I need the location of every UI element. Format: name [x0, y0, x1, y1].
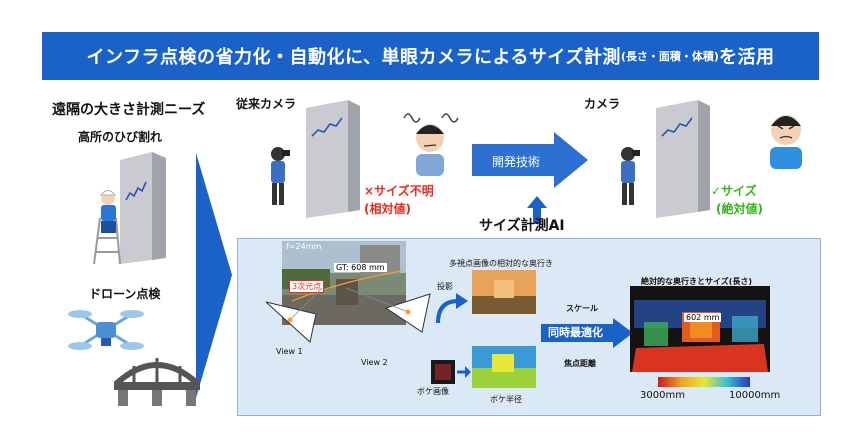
proposed-result-line1: ✓サイズ [711, 184, 757, 198]
projection-label: 投影 [437, 282, 453, 291]
relative-depth-map-illustration [472, 270, 536, 314]
blur-radius-label: ボケ半径 [490, 395, 522, 404]
size-ai-label: サイズ計測AI [479, 218, 565, 234]
multi-view-geometry-illustration [265, 287, 431, 343]
view1-label: View 1 [276, 347, 303, 356]
joint-optimization-label: 同時最適化 [548, 326, 603, 339]
conventional-camera-title: 従来カメラ [236, 97, 297, 111]
scale-label: スケール [566, 304, 598, 313]
title-banner: インフラ点検の省力化・自動化に、単眼カメラによるサイズ計測 (長さ・面積・体積)… [42, 32, 819, 80]
depth-colorbar [658, 377, 750, 387]
crack-label: 高所のひび割れ [78, 130, 163, 144]
bridge-icon [113, 358, 201, 406]
flow-arrow-right-icon [196, 153, 232, 398]
proposed-camera-title: カメラ [584, 97, 621, 111]
colorbar-min-label: 3000mm [640, 390, 685, 401]
proposed-scene-illustration [621, 100, 710, 218]
conventional-result-line2: (相対値) [364, 202, 411, 216]
blur-image-label: ボケ画像 [417, 387, 449, 396]
needs-title: 遠隔の大きさ計測ニーズ [52, 102, 206, 118]
crack-inspection-illustration [93, 152, 166, 265]
conventional-scene-illustration [271, 100, 360, 218]
absolute-result-title: 絶対的な奥行きとサイズ(長さ) [641, 277, 753, 286]
banner-small-text: (長さ・面積・体積) [620, 50, 719, 63]
multi-view-depth-label: 多視点画像の相対的な奥行き [449, 259, 553, 268]
confident-person-icon [770, 115, 802, 169]
view2-label: View 2 [361, 358, 388, 367]
focal-length-label: 焦点距離 [564, 359, 596, 368]
point3d-label: 3次元点 [289, 280, 325, 293]
joint-optimization-arrow-icon [541, 318, 633, 348]
colorbar-max-label: 10000mm [729, 390, 781, 401]
up-arrow-icon [527, 196, 547, 224]
proposed-result-line2: (絶対値) [716, 202, 763, 216]
confused-person-icon [403, 113, 459, 176]
gt-length-label: GT: 608 mm [334, 263, 387, 272]
projection-arrow-icon [436, 293, 468, 324]
measured-length-label: 602 mm [684, 313, 722, 322]
banner-tail-text: を活用 [718, 47, 775, 68]
conventional-result-line1: ×サイズ不明 [364, 184, 434, 198]
drone-icon [68, 310, 144, 350]
banner-main-text: インフラ点検の省力化・自動化に、単眼カメラによるサイズ計測 [86, 47, 621, 68]
photo-focal-text: f=24mm [286, 242, 322, 251]
absolute-point-cloud-illustration [630, 286, 770, 372]
dev-tech-label: 開発技術 [492, 155, 541, 169]
blur-radius-map-illustration [472, 346, 536, 388]
drone-label: ドローン点検 [89, 287, 161, 301]
blur-image-illustration [431, 360, 471, 384]
dev-tech-arrow-icon [472, 132, 588, 188]
